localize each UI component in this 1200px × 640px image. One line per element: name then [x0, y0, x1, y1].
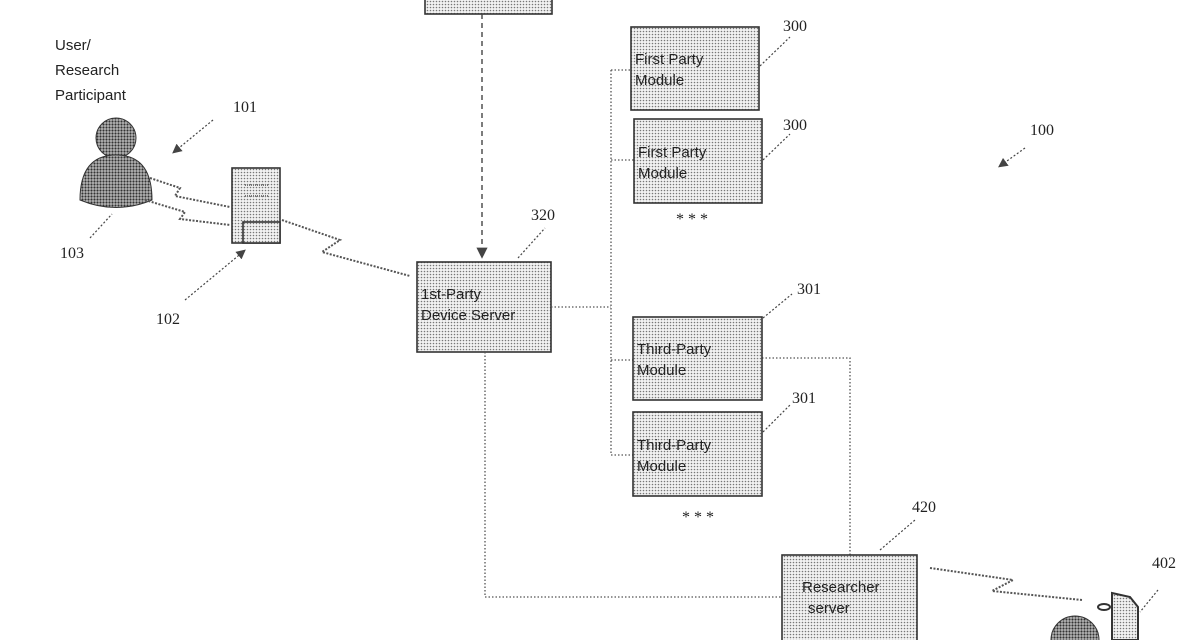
first-party-module-box-2: [634, 119, 762, 203]
third-party-module-box-1: [633, 317, 762, 400]
ref-100: 100: [1030, 122, 1054, 139]
ref-301-1: 301: [797, 281, 821, 298]
top-box-partial: [425, 0, 552, 14]
leader-420: [880, 520, 915, 550]
leader-320: [518, 228, 545, 258]
third-party-to-researcher-link: [762, 358, 850, 555]
researcher-person-icon: [1051, 616, 1099, 640]
ellipsis-first-party: * * *: [676, 211, 708, 228]
leader-301-1: [763, 294, 792, 318]
leader-300-1: [760, 37, 790, 66]
wireless-link-user-device-1: [150, 178, 230, 207]
module-bus: [551, 70, 634, 455]
leader-102: [185, 251, 244, 300]
wireless-link-device-server: [282, 220, 410, 276]
wireless-link-researcher: [930, 568, 1082, 600]
user-device-icon: [232, 168, 280, 243]
leader-103: [90, 214, 112, 238]
ref-103: 103: [60, 245, 84, 262]
ref-420: 420: [912, 499, 936, 516]
ref-320: 320: [531, 207, 555, 224]
researcher-server-box: [782, 555, 917, 640]
leader-301-2: [763, 405, 790, 432]
ref-300-1: 300: [783, 18, 807, 35]
user-person-icon: [80, 118, 152, 208]
leader-402: [1140, 590, 1158, 612]
leader-100: [1000, 148, 1025, 166]
user-label: User/ Research Participant: [55, 37, 127, 104]
researcher-device-icon: [1098, 593, 1138, 640]
ref-402: 402: [1152, 555, 1176, 572]
third-party-module-box-2: [633, 412, 762, 496]
ref-101: 101: [233, 99, 257, 116]
ref-300-2: 300: [783, 117, 807, 134]
leader-300-2: [763, 134, 790, 160]
ref-301-2: 301: [792, 390, 816, 407]
leader-101: [174, 120, 213, 152]
ellipsis-third-party: * * *: [682, 509, 714, 526]
ref-102: 102: [156, 311, 180, 328]
first-party-module-box-1: [631, 27, 759, 110]
